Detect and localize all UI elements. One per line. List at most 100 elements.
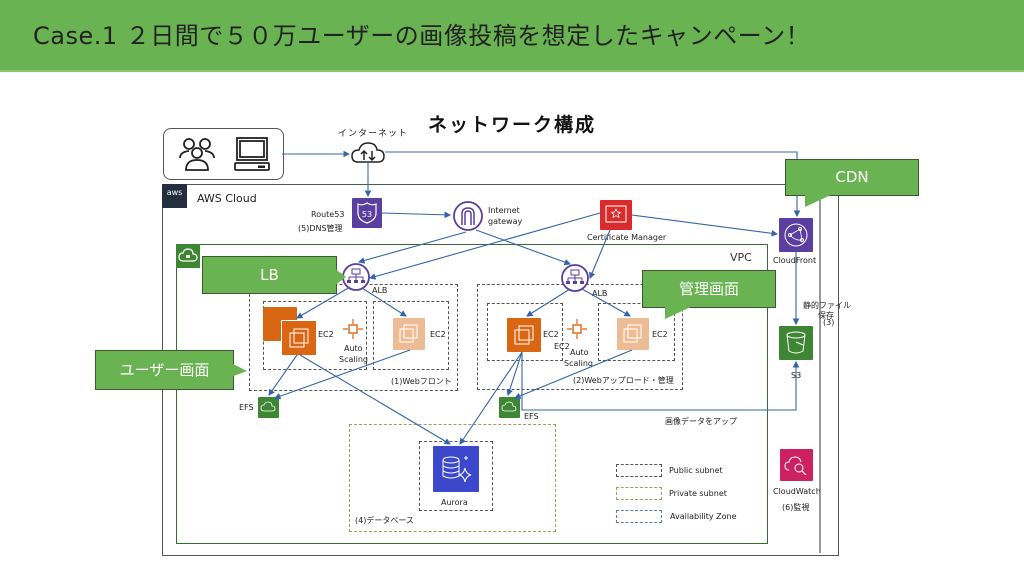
web-upload-autoscaling-label-2: Scaling: [564, 359, 593, 368]
web-upload-az-left: [487, 303, 563, 361]
internet-to-cloudfront-line: [385, 151, 801, 218]
web-upload-efs-icon: [499, 397, 520, 418]
web-front-alb-to-ec2-right-line: [361, 287, 407, 317]
cloudwatch-note: (6)監視: [782, 503, 810, 512]
aws-logo-text: aws: [166, 188, 183, 197]
web-upload-alb-to-ec2-right-line: [581, 288, 631, 317]
web-front-group-label: (1)Webフロント: [391, 377, 452, 386]
route53-label: Route53: [311, 210, 345, 219]
cloudwatch-label: CloudWatch: [773, 487, 821, 496]
cdn-callout: CDN: [785, 159, 919, 196]
web-front-efs-label: EFS: [239, 403, 254, 412]
internet-label: インターネット: [338, 129, 409, 139]
web-front-efs-icon: [258, 397, 279, 418]
certificate-manager-label: Certificate Manager: [587, 233, 667, 242]
web-upload-group-label: (2)Webアップロード・管理: [573, 376, 674, 385]
web-front-ec2-right-icon: [393, 318, 425, 350]
lb-callout-tail: [334, 268, 346, 286]
route53-badge: 53: [362, 210, 372, 219]
web-front-ec2-icon: [281, 320, 317, 356]
cloudwatch-icon: [780, 449, 813, 481]
legend-private-subnet-label: Private subnet: [669, 489, 727, 498]
cdn-callout-text: CDN: [835, 168, 869, 186]
aurora-label: Aurora: [441, 498, 468, 507]
internet-gateway-label-2: gateway: [488, 217, 523, 226]
legend-availability-zone-label: Availability Zone: [670, 512, 737, 521]
aws-logo-icon: aws: [162, 184, 187, 208]
admin-callout-tail: [665, 305, 695, 319]
web-upload-efs-label: EFS: [524, 412, 539, 421]
internet-cloud-icon: [351, 142, 385, 163]
vpc-label: VPC: [730, 251, 752, 264]
web-upload-ec2-right-icon: [617, 318, 649, 350]
database-private-subnet: [349, 424, 556, 532]
upload-to-s3-line: [521, 352, 800, 411]
slide-title: Case.1 ２日間で５０万ユーザーの画像投稿を想定したキャンペーン！: [33, 22, 811, 50]
aurora-database-icon: [433, 446, 479, 492]
web-upload-autoscaling-label-1: Auto: [570, 348, 589, 357]
route53-to-igw-line: [381, 211, 452, 219]
web-upload-az-right: [598, 303, 675, 361]
web-front-autoscaling-icon: [343, 319, 363, 339]
certificate-manager-icon: [600, 200, 632, 230]
lb-callout-text: LB: [260, 266, 279, 284]
igw-to-web-upload-alb-line: [475, 229, 572, 266]
web-front-ec2-to-efs-line: [268, 354, 298, 396]
header-banner: Case.1 ２日間で５０万ユーザーの画像投稿を想定したキャンペーン！: [0, 0, 1024, 72]
s3-bucket-icon: [779, 326, 813, 360]
cert-to-cloudfront-line: [631, 214, 779, 237]
web-upload-ec2-left-icon: [507, 318, 541, 352]
web-front-autoscaling-label-1: Auto: [344, 344, 363, 353]
web-front-az-right: [373, 301, 449, 370]
aws-cloud-label: AWS Cloud: [197, 192, 257, 205]
admin-callout: 管理画面: [642, 270, 776, 308]
web-upload-alb-to-ec2-left-line: [526, 288, 571, 317]
cert-to-web-upload-alb-line: [589, 229, 611, 280]
web-front-alb-to-ec2-left-line: [296, 286, 351, 319]
user-screen-callout: ユーザー画面: [95, 350, 234, 390]
database-group-label: (4)データベース: [355, 516, 414, 525]
user-screen-callout-tail: [231, 363, 247, 377]
web-upload-alb-label: ALB: [592, 289, 608, 298]
igw-to-web-front-alb-line: [357, 231, 467, 264]
internet-gateway-icon: [453, 201, 483, 231]
web-upload-ec2-right-to-efs-line: [513, 349, 633, 399]
upload-note: 画像データをアップ: [665, 417, 737, 426]
cdn-callout-tail: [805, 193, 835, 207]
vpc-cloud-lock-icon: [176, 244, 200, 268]
route53-note: (5)DNS管理: [298, 224, 343, 233]
user-screen-callout-text: ユーザー画面: [119, 361, 210, 379]
internet-gateway-label-1: Internet: [488, 206, 520, 215]
database-az: [419, 441, 493, 511]
web-upload-alb-icon: [561, 264, 589, 292]
web-upload-ec2-left-label: EC2: [543, 330, 559, 339]
lb-callout: LB: [202, 256, 337, 294]
s3-note-line1: 静的ファイル: [803, 301, 851, 310]
cloudfront-label: CloudFront: [773, 256, 817, 265]
users-icon: [179, 138, 215, 171]
web-upload-autoscaling-icon: [567, 319, 587, 339]
web-front-alb-label: ALB: [372, 286, 388, 295]
users-box: [163, 128, 284, 180]
legend-availability-zone-swatch: [616, 510, 662, 523]
cert-to-web-front-alb-line: [368, 212, 601, 280]
admin-callout-text: 管理画面: [678, 280, 739, 298]
web-upload-ec2-right-label: EC2: [652, 330, 668, 339]
legend-private-subnet-swatch: [616, 487, 662, 500]
computer-icon: [234, 137, 270, 171]
s3-note-number: (3): [823, 318, 835, 327]
web-upload-ec2-to-aurora-line: [459, 351, 523, 445]
web-front-ec2-left-label: EC2: [318, 330, 334, 339]
web-front-ec2-right-label: EC2: [430, 330, 446, 339]
web-front-ec2-right-to-efs-line: [273, 349, 411, 400]
s3-note-line2: 保存: [818, 311, 834, 320]
route53-icon: 53: [352, 198, 382, 228]
legend-public-subnet-label: Public subnet: [669, 466, 723, 475]
web-upload-ec2-to-efs-line: [506, 351, 523, 397]
cloudfront-icon: [779, 218, 813, 252]
legend-public-subnet-swatch: [616, 464, 662, 477]
web-upload-ec2-mid-label: EC2: [554, 342, 570, 351]
diagram-title: ネットワーク構成: [428, 114, 597, 136]
web-front-ec2-to-aurora-line: [299, 354, 451, 445]
